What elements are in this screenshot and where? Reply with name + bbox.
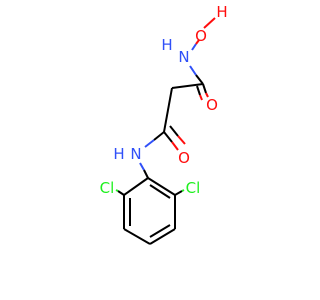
bond-layer xyxy=(115,17,216,245)
bond-c1-c2-inner xyxy=(149,184,171,199)
bond-n2-c1-c xyxy=(143,169,149,179)
bond-c7-n2-c xyxy=(153,131,165,141)
bond-c6-cl2-cl xyxy=(115,189,119,192)
carbonyl-oxygen-2-label: O xyxy=(178,149,190,167)
bond-o-h xyxy=(203,17,216,29)
anilide-nh-hydrogen-label: H xyxy=(113,145,124,163)
carbonyl-oxygen-1-label: O xyxy=(206,96,218,114)
bond-n1-c9-n-side xyxy=(189,65,197,76)
chlorine-left-label: Cl xyxy=(100,179,115,197)
chlorine-right-label: Cl xyxy=(186,179,201,197)
bond-c7-o2-a-c xyxy=(163,131,173,143)
bond-c9-o1-a-o xyxy=(205,92,209,98)
bond-c9-o1-b-o xyxy=(199,94,203,101)
bond-c4-c5 xyxy=(123,228,151,245)
bond-n1-c9-c-side xyxy=(195,74,204,85)
bond-c6-cl2-c xyxy=(117,190,125,196)
bond-c3-c4 xyxy=(149,228,176,245)
bond-c9-o1-a-c xyxy=(202,83,207,94)
bond-c6-c1 xyxy=(123,177,149,196)
bond-c2-cl1-cl xyxy=(181,189,185,192)
hydroxyl-hydrogen-label: H xyxy=(216,3,227,21)
bond-c7-o2-a-o xyxy=(171,141,179,151)
hydroxamic-nh-hydrogen-label: H xyxy=(161,36,172,54)
bond-n2-c1-n xyxy=(139,162,145,171)
hydroxyl-oxygen-label: O xyxy=(195,27,207,45)
bond-c3-c4-inner xyxy=(149,224,171,238)
bond-c1-c2 xyxy=(147,177,176,196)
hydroxamic-nitrogen-label: N xyxy=(178,48,189,66)
bond-n-o-n-side xyxy=(191,43,197,51)
bond-c9-o1-b-c xyxy=(196,85,201,96)
bond-c7-o2-b-c xyxy=(169,125,179,137)
bond-c9-c8 xyxy=(171,83,204,89)
bond-n-o-o-side xyxy=(195,39,200,45)
bond-c2-cl1-c xyxy=(174,190,183,196)
anilide-nitrogen-label: N xyxy=(130,145,141,163)
bond-c7-n2-n xyxy=(144,139,155,148)
bond-c8-c7 xyxy=(163,87,173,133)
bond-c7-o2-b-o xyxy=(177,135,186,145)
